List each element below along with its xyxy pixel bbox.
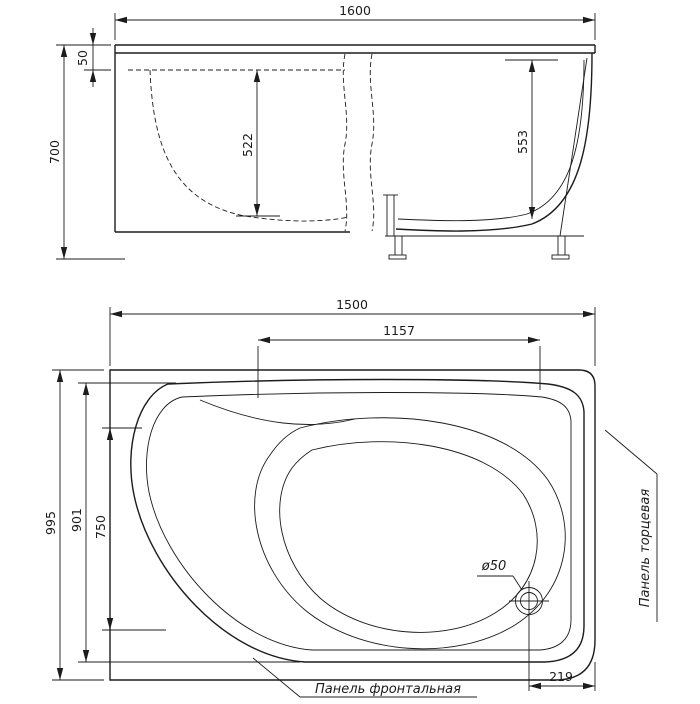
plan-view: ø50 1500 1157 995 bbox=[43, 297, 658, 698]
dim-1500-label: 1500 bbox=[336, 297, 368, 312]
plan-tub-outline bbox=[109, 369, 596, 681]
dim-50-label: 50 bbox=[75, 50, 90, 66]
drain: ø50 bbox=[477, 559, 549, 691]
dim-553-label: 553 bbox=[515, 130, 530, 154]
dim-1157: 1157 bbox=[257, 323, 541, 398]
dim-700: 700 bbox=[47, 45, 125, 260]
dim-1600: 1600 bbox=[114, 3, 596, 40]
dim-750-label: 750 bbox=[93, 515, 108, 539]
dim-1500: 1500 bbox=[109, 297, 596, 366]
dim-995: 995 bbox=[43, 369, 104, 681]
side-tub-outline bbox=[114, 44, 596, 233]
side-view: 1600 50 700 522 553 bbox=[47, 3, 596, 260]
dim-901: 901 bbox=[69, 382, 300, 663]
dim-522-label: 522 bbox=[240, 133, 255, 157]
side-frame bbox=[383, 57, 588, 260]
dim-700-label: 700 bbox=[47, 140, 62, 164]
dim-50: 50 bbox=[56, 28, 111, 87]
dim-553: 553 bbox=[515, 60, 536, 219]
side-hidden-contour bbox=[128, 53, 375, 232]
dim-522: 522 bbox=[236, 70, 280, 217]
dim-995-label: 995 bbox=[43, 511, 58, 535]
dim-1157-label: 1157 bbox=[383, 323, 415, 338]
dim-901-label: 901 bbox=[69, 508, 84, 532]
dim-1600-label: 1600 bbox=[339, 3, 371, 18]
callout-front-panel: Панель фронтальная bbox=[252, 657, 477, 698]
front-panel-label: Панель фронтальная bbox=[315, 682, 461, 697]
end-panel-label: Панель торцевая bbox=[638, 489, 653, 608]
dim-219: 219 bbox=[529, 662, 596, 691]
dim-drain-label: ø50 bbox=[481, 559, 507, 574]
callout-end-panel: Панель торцевая bbox=[604, 429, 658, 622]
dim-219-label: 219 bbox=[549, 669, 573, 684]
dim-750: 750 bbox=[93, 427, 166, 631]
